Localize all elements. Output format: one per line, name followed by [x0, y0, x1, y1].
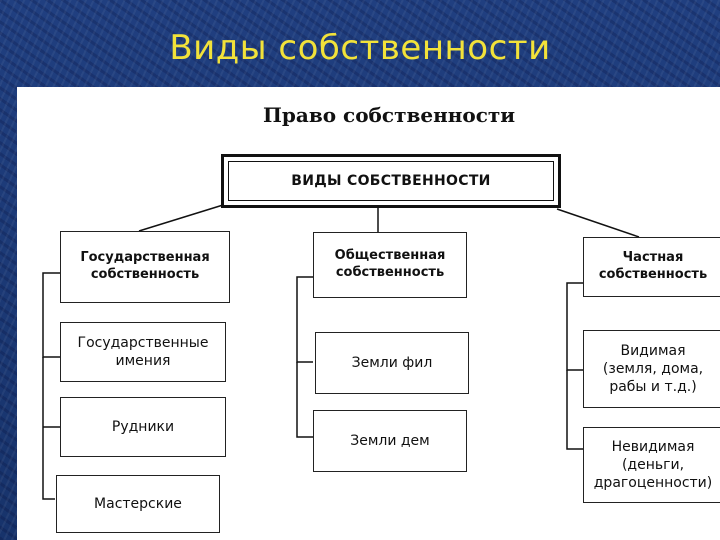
- connector-state-bracket-low: [42, 357, 55, 500]
- diagram-heading: Право собственности: [263, 103, 516, 127]
- branch-state-property: Государственная собственность: [60, 231, 230, 303]
- branch-public-property-label: Общественная собственность: [334, 248, 446, 280]
- branch-state-property-label: Государственная собственность: [80, 250, 210, 282]
- leaf-visible-property: Видимая (земля, дома, рабы и т.д.): [583, 330, 720, 408]
- branch-public-property: Общественная собственность: [313, 232, 467, 298]
- leaf-phyle-lands-label: Земли фил: [351, 354, 433, 371]
- leaf-visible-property-label: Видимая (земля, дома, рабы и т.д.): [602, 342, 704, 396]
- root-node: ВИДЫ СОБСТВЕННОСТИ: [221, 154, 561, 208]
- leaf-workshops-label: Мастерские: [94, 495, 182, 512]
- connector-root-private: [556, 208, 640, 238]
- connector-public-bracket: [296, 276, 313, 363]
- leaf-mines: Рудники: [60, 397, 226, 457]
- leaf-invisible-property-label: Невидимая (деньги, драгоценности): [593, 438, 713, 492]
- leaf-mines-label: Рудники: [111, 418, 175, 435]
- leaf-phyle-lands: Земли фил: [315, 332, 469, 394]
- branch-private-property-label: Частная собственность: [598, 250, 708, 282]
- diagram-panel: Право собственности ВИДЫ СОБСТВЕННОСТИ Г…: [17, 87, 720, 540]
- connector-private-bracket-low: [566, 370, 583, 450]
- leaf-workshops: Мастерские: [56, 475, 220, 533]
- connector-state-bracket: [42, 272, 60, 358]
- connector-private-bracket: [566, 282, 583, 371]
- branch-private-property: Частная собственность: [583, 237, 720, 297]
- connector-root-state: [138, 204, 224, 232]
- leaf-invisible-property: Невидимая (деньги, драгоценности): [583, 427, 720, 503]
- leaf-state-estates-label: Государственные имения: [77, 334, 209, 369]
- connector-public-bracket-low: [296, 362, 313, 438]
- leaf-deme-lands: Земли дем: [313, 410, 467, 472]
- leaf-deme-lands-label: Земли дем: [350, 432, 430, 449]
- slide-title: Виды собственности: [169, 28, 551, 68]
- connector-lines: [42, 204, 640, 500]
- root-node-label: ВИДЫ СОБСТВЕННОСТИ: [291, 172, 491, 189]
- leaf-state-estates: Государственные имения: [60, 322, 226, 382]
